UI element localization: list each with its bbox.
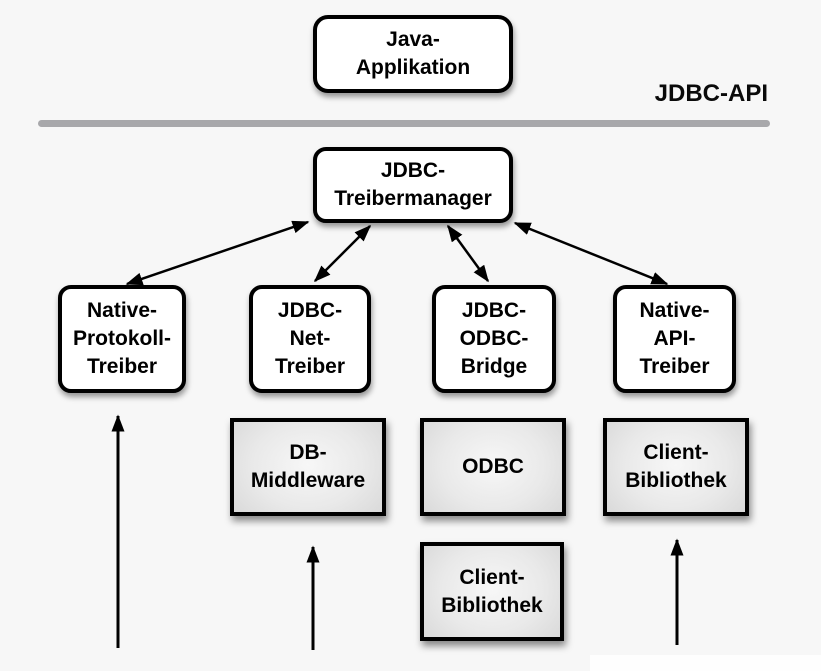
- node-label: DB- Middleware: [250, 441, 366, 492]
- arrow-treibermanager-jdbc-odbc: [446, 224, 490, 283]
- arrow-treibermanager-native-protokoll: [125, 220, 310, 286]
- node-java-applikation: Java- Applikation: [313, 15, 513, 93]
- jdbc-api-label: JDBC-API: [654, 80, 768, 107]
- node-label: Client- Bibliothek: [441, 565, 543, 617]
- node-jdbc-net-treiber: JDBC- Net- Treiber: [249, 285, 371, 393]
- jdbc-api-separator-line: [38, 120, 770, 127]
- node-jdbc-odbc-bridge: JDBC- ODBC- Bridge: [432, 285, 556, 393]
- node-native-api-treiber: Native- API- Treiber: [613, 285, 736, 393]
- node-native-protokoll-treiber: Native- Protokoll- Treiber: [58, 285, 186, 393]
- node-label: JDBC- Net- Treiber: [274, 299, 346, 378]
- node-db-middleware: DB- Middleware: [230, 418, 386, 516]
- node-odbc: ODBC: [420, 418, 566, 516]
- node-label: ODBC: [462, 455, 524, 479]
- arrow-treibermanager-native-api: [513, 221, 669, 286]
- bottom-right-white-strip: [590, 655, 821, 671]
- node-jdbc-treibermanager: JDBC- Treibermanager: [313, 147, 513, 223]
- node-label: Java- Applikation: [355, 28, 471, 79]
- node-label: Native- API- Treiber: [639, 299, 710, 378]
- node-client-bibliothek-native-api: Client- Bibliothek: [603, 418, 749, 516]
- node-label: Native- Protokoll- Treiber: [73, 299, 171, 378]
- node-label: Client- Bibliothek: [625, 441, 727, 492]
- node-label: JDBC- ODBC- Bridge: [459, 299, 529, 378]
- arrow-treibermanager-jdbc-net: [313, 224, 372, 283]
- node-label: JDBC- Treibermanager: [334, 159, 492, 210]
- node-client-bibliothek-unter-odbc: Client- Bibliothek: [420, 542, 564, 641]
